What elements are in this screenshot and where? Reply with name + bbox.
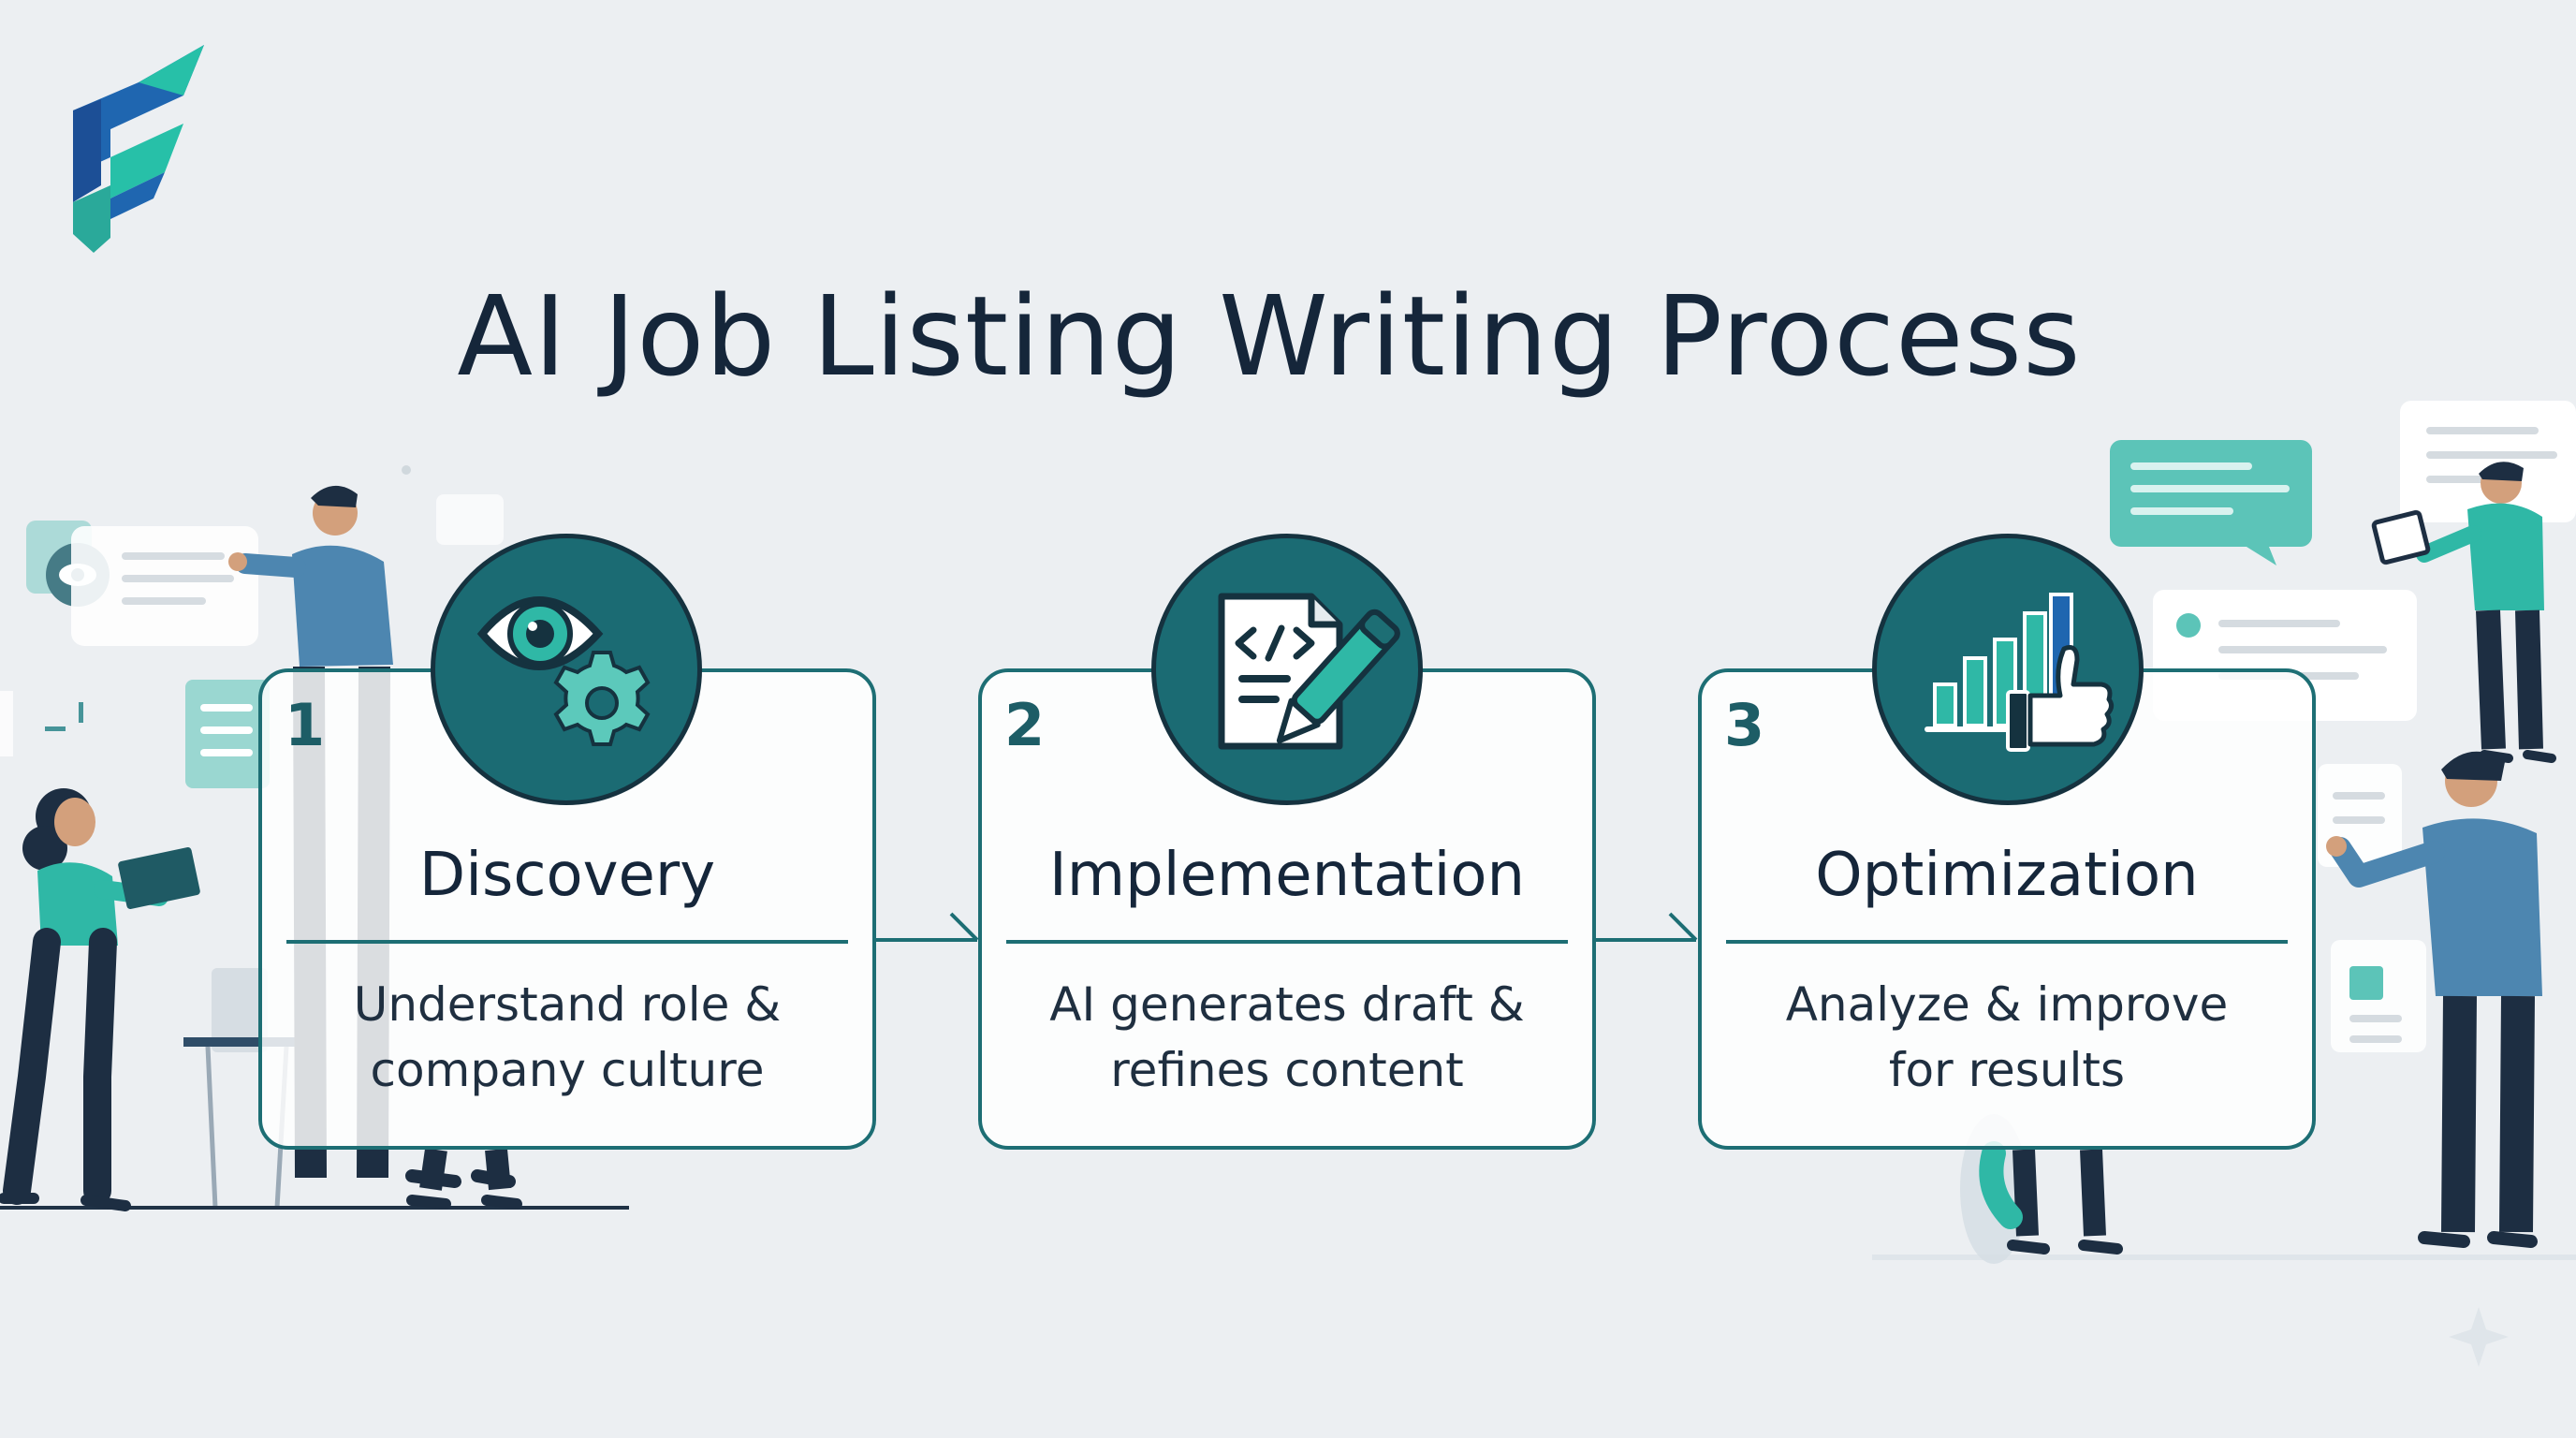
eye-gear-icon [476,596,651,746]
step-icon-badge-implementation [1151,534,1423,805]
step-divider [1006,940,1568,944]
step-number: 2 [1004,691,1046,759]
page-title: AI Job Listing Writing Process [457,271,2082,401]
step-description: Analyze & improve for results [1702,972,2312,1103]
woman-with-laptop-illustration [0,788,200,1211]
connector-arrow-1-2 [874,912,979,942]
man-presenting-illustration [2326,751,2542,1248]
step-description-line: Analyze & improve [1785,977,2229,1032]
background-figures [406,1141,2123,1255]
step-divider [1726,940,2288,944]
step-icon-badge-optimization [1872,534,2144,805]
step-description-line: company culture [370,1043,765,1097]
step-divider [286,940,848,944]
step-description-line: for results [1888,1043,2126,1097]
step-card-optimization: 3 Optimization Analyze & improve for res… [1698,668,2316,1150]
step-title: Optimization [1815,841,2199,910]
right-decor-panels [1872,401,2576,1367]
step-title: Implementation [1048,841,1526,910]
step-description-line: Understand role & [353,977,782,1032]
left-decor-panels [0,465,504,788]
step-description: Understand role & company culture [262,972,872,1103]
brand-logo-icon [73,45,204,253]
connector-arrow-2-3 [1593,912,1698,942]
step-title: Discovery [418,841,716,910]
code-document-pen-icon [1218,593,1400,750]
step-icon-badge-discovery [431,534,702,805]
step-description-line: refines content [1110,1043,1464,1097]
step-description: AI generates draft & refines content [982,972,1592,1103]
step-number: 3 [1724,691,1765,759]
step-number: 1 [285,691,326,759]
step-description-line: AI generates draft & [1049,977,1525,1032]
bar-chart-thumbs-up-icon [1925,593,2115,752]
